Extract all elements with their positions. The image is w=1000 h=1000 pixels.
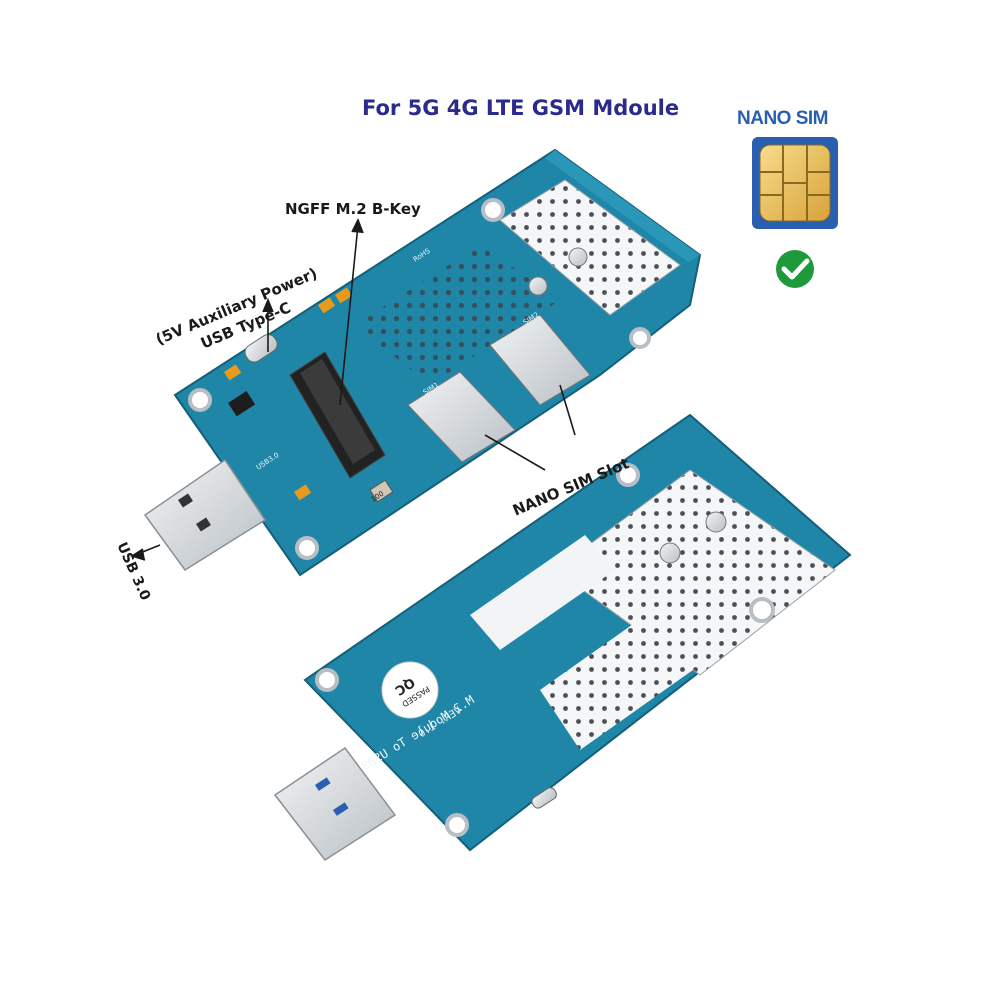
bottom-pcb-board: QC PASSED M.2 Module To USB3.0 Dongle VE… bbox=[273, 413, 852, 862]
sim-arrow-2 bbox=[559, 384, 576, 436]
mount-hole-icon bbox=[445, 813, 469, 837]
capacitor-icon bbox=[224, 364, 242, 381]
nano-sim-badge-title: NANO SIM bbox=[737, 108, 829, 129]
qc-passed-sticker bbox=[381, 661, 439, 719]
mount-hole-icon bbox=[629, 327, 651, 349]
standoff-screw-icon bbox=[659, 542, 681, 564]
ngff-arrow bbox=[339, 224, 359, 406]
capacitor-icon bbox=[335, 287, 353, 304]
mount-hole-icon bbox=[295, 536, 319, 560]
capacitor-icon bbox=[318, 297, 336, 314]
usb-c-port-bottom-icon bbox=[531, 787, 557, 809]
inductor-icon bbox=[369, 479, 394, 503]
headline: For 5G 4G LTE GSM Mdoule bbox=[362, 96, 680, 120]
mount-hole-icon bbox=[315, 668, 339, 692]
mount-hole-icon bbox=[749, 597, 775, 623]
top-hole-grid bbox=[355, 245, 560, 385]
usb-a-plug-top-icon bbox=[143, 458, 267, 572]
ngff-arrowhead bbox=[351, 218, 364, 234]
mount-hole-icon bbox=[616, 463, 640, 487]
standoff-screw-icon bbox=[705, 511, 727, 533]
top-prototype-area bbox=[499, 179, 681, 316]
ngff-callout-label: NGFF M.2 B-Key bbox=[285, 200, 421, 218]
chip-icon bbox=[228, 391, 256, 417]
mount-hole-icon bbox=[481, 198, 505, 222]
nano-sim-card-icon bbox=[752, 137, 838, 229]
standoff-screw-icon bbox=[528, 276, 548, 296]
capacitor-icon bbox=[294, 484, 312, 501]
check-icon bbox=[776, 250, 814, 288]
sim-slot-icon bbox=[489, 314, 591, 406]
usb-c-arrowhead bbox=[262, 297, 274, 313]
sim-arrow-1 bbox=[484, 434, 546, 471]
usb3-arrowhead bbox=[130, 548, 146, 561]
standoff-screw-icon bbox=[568, 247, 588, 267]
mount-hole-icon bbox=[188, 388, 212, 412]
usb-a-plug-bottom-icon bbox=[273, 746, 397, 862]
usb-c-port-icon bbox=[244, 334, 278, 363]
top-pcb-board: 100 SIM1 SIM2 USB3.0 RoHS bbox=[143, 148, 702, 577]
sim-slot-icon bbox=[407, 371, 516, 463]
bottom-white-strip bbox=[470, 535, 615, 650]
callout-arrows bbox=[130, 218, 576, 561]
